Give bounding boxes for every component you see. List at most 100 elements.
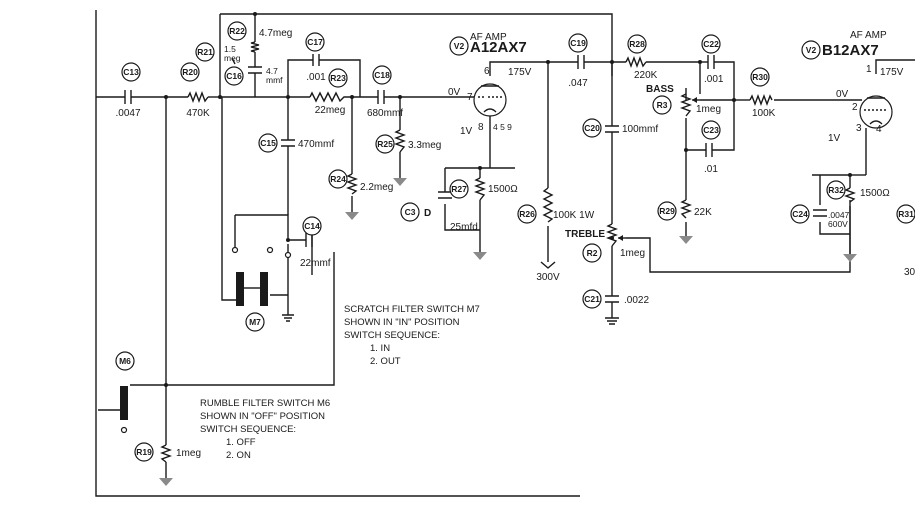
- pin-8: 8: [478, 122, 484, 133]
- label-r3: R3: [657, 100, 668, 110]
- value-c13: .0047: [115, 108, 140, 119]
- scratch-note-line-4: 1. IN: [370, 343, 390, 354]
- value-r25: 3.3meg: [408, 140, 441, 151]
- scratch-note-line-1: SCRATCH FILTER SWITCH M7: [344, 304, 480, 315]
- value-c17: .001: [306, 72, 326, 83]
- value-c14: 22mmf: [300, 258, 331, 269]
- value-c3: 25mfd: [450, 222, 478, 233]
- pin-2: 2: [852, 102, 858, 113]
- label-c13: C13: [123, 67, 139, 77]
- c3-d: D: [424, 208, 431, 219]
- label-r2: R2: [587, 248, 598, 258]
- value-r30: 100K: [752, 108, 776, 119]
- pins-4-5-9: 4 5 9: [493, 122, 512, 132]
- scratch-note-line-2: SHOWN IN "IN" POSITION: [344, 317, 460, 328]
- pin-4: 4: [876, 124, 882, 135]
- value-r20: 470K: [186, 108, 210, 119]
- label-c18: C18: [374, 70, 390, 80]
- v2b-cathode-voltage: 1V: [828, 133, 841, 144]
- label-r26: R26: [519, 209, 535, 219]
- scratch-filter-note: SCRATCH FILTER SWITCH M7 SHOWN IN "IN" P…: [344, 304, 480, 367]
- label-c21: C21: [584, 294, 600, 304]
- label-r30: R30: [752, 72, 768, 82]
- v2a-title: AF AMP: [470, 32, 507, 43]
- pin-1: 1: [866, 64, 872, 75]
- label-r21: R21: [197, 47, 213, 57]
- v2b-grid-voltage: 0V: [836, 89, 849, 100]
- switch-m6: [120, 386, 128, 434]
- label-r31: R31: [898, 209, 914, 219]
- value-c15: 470mmf: [298, 139, 334, 150]
- value-r22: 4.7meg: [259, 28, 292, 39]
- label-c3: C3: [405, 207, 416, 217]
- value-r23: 22meg: [315, 105, 346, 116]
- value-r24: 2.2meg: [360, 182, 393, 193]
- label-r28: R28: [629, 39, 645, 49]
- capacitors: [124, 54, 827, 303]
- label-v2a-id: V2: [454, 41, 465, 51]
- rumble-note-line-3: SWITCH SEQUENCE:: [200, 424, 296, 435]
- scratch-note-line-3: SWITCH SEQUENCE:: [344, 330, 440, 341]
- v2a-type: A12AX7: [470, 39, 527, 56]
- value-c22: .001: [704, 74, 724, 85]
- value-c19: .047: [568, 78, 588, 89]
- label-m7: M7: [249, 317, 261, 327]
- treble-label: TREBLE: [565, 229, 605, 240]
- supply-30: 30: [904, 267, 915, 278]
- value-c18: 680mmf: [367, 108, 403, 119]
- label-r19: R19: [136, 447, 152, 457]
- value-c21: .0022: [624, 295, 649, 306]
- label-r32: R32: [828, 185, 844, 195]
- pin-3: 3: [856, 123, 862, 134]
- component-id-bubbles: [115, 21, 915, 462]
- value-r27: 1500Ω: [488, 184, 518, 195]
- junction-dots: [164, 12, 852, 387]
- label-c16: C16: [226, 71, 242, 81]
- v2b-type: B12AX7: [822, 42, 879, 59]
- label-r20: R20: [182, 67, 198, 77]
- value-r29: 22K: [694, 207, 712, 218]
- label-c20: C20: [584, 123, 600, 133]
- label-r23: R23: [330, 73, 346, 83]
- supply-300v: 300V: [536, 272, 560, 283]
- label-c23: C23: [703, 125, 719, 135]
- ground-symbols: [159, 178, 857, 486]
- v2a-cathode-voltage: 1V: [460, 126, 473, 137]
- label-c15: C15: [260, 138, 276, 148]
- label-c22: C22: [703, 39, 719, 49]
- label-r29: R29: [659, 206, 675, 216]
- rumble-filter-note: RUMBLE FILTER SWITCH M6 SHOWN IN "OFF" P…: [200, 398, 330, 461]
- label-r25: R25: [377, 139, 393, 149]
- label-c14: C14: [304, 221, 320, 231]
- value-r32: 1500Ω: [860, 188, 890, 199]
- value-c23: .01: [704, 164, 718, 175]
- label-r27: R27: [451, 184, 467, 194]
- value-r19: 1meg: [176, 448, 201, 459]
- value-r3: 1meg: [696, 104, 721, 115]
- bass-label: BASS: [646, 84, 674, 95]
- pin-6: 6: [484, 66, 490, 77]
- label-r22: R22: [229, 26, 245, 36]
- resistors: [160, 41, 856, 463]
- tube-v2a: [473, 83, 507, 128]
- value-c20: 100mmf: [622, 124, 658, 135]
- label-c17: C17: [307, 37, 323, 47]
- rumble-note-line-1: RUMBLE FILTER SWITCH M6: [200, 398, 330, 409]
- value-r28: 220K: [634, 70, 658, 81]
- rumble-note-line-2: SHOWN IN "OFF" POSITION: [200, 411, 325, 422]
- v2a-grid-voltage: 0V: [448, 87, 461, 98]
- label-c24: C24: [792, 209, 808, 219]
- scratch-note-line-5: 2. OUT: [370, 356, 401, 367]
- tube-v2b: [859, 95, 893, 130]
- v2a-plate-voltage: 175V: [508, 67, 532, 78]
- pin-7: 7: [467, 92, 473, 103]
- value-r2: 1meg: [620, 248, 645, 259]
- label-v2b-id: V2: [806, 45, 817, 55]
- rumble-note-line-4: 1. OFF: [226, 437, 256, 448]
- label-c19: C19: [570, 38, 586, 48]
